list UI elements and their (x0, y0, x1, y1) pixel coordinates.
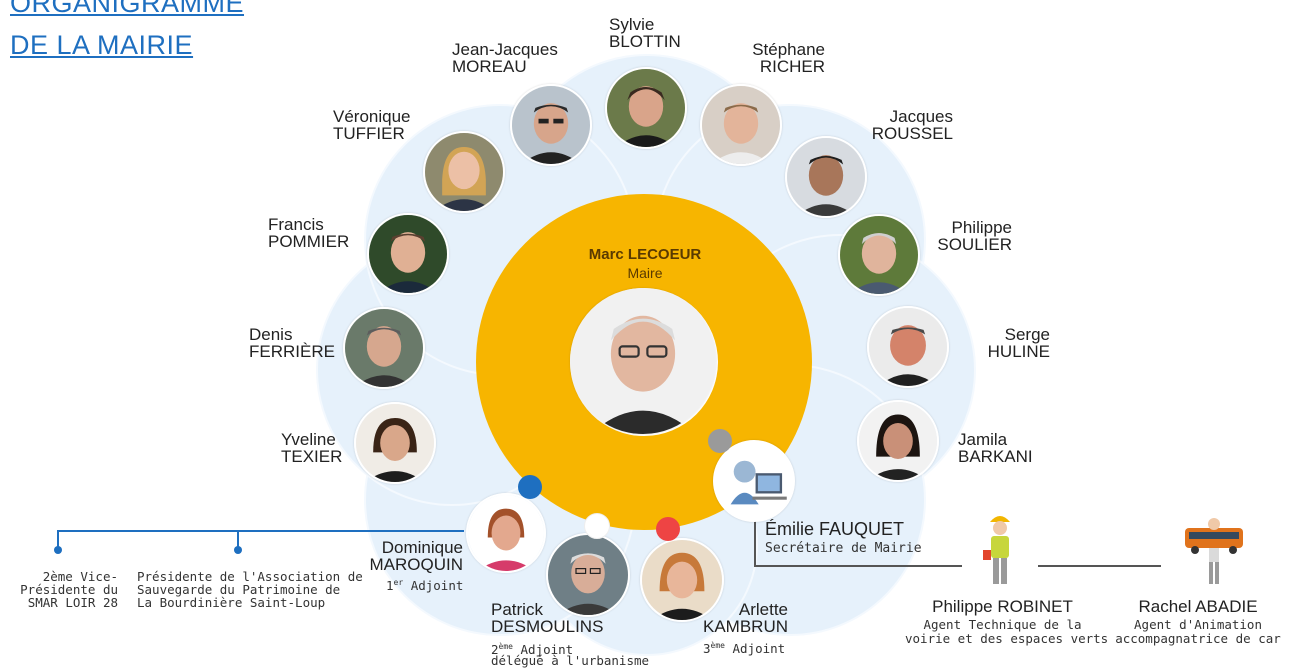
staff-connector (754, 565, 962, 567)
photo-emilie-fauquet (713, 440, 795, 522)
role-arlette-kambrun: 3ème Adjoint (703, 641, 786, 657)
mandate-connector-line (57, 530, 464, 532)
role-rachel-abadie-2: accompagnatrice de car (1115, 631, 1281, 646)
staff-connector (1038, 565, 1161, 567)
name-emilie-fauquet: Émilie FAUQUET (765, 519, 905, 539)
role-detail-patrick-desmoulins: délégué à l'urbanisme (491, 653, 650, 668)
name-philippe-robinet: Philippe ROBINET (932, 597, 1073, 616)
secretary-dot-grey (708, 429, 732, 453)
mayor-role: Maire (627, 265, 663, 281)
role-rachel-abadie-1: Agent d'Animation (1134, 617, 1262, 632)
worker-figure-icon (977, 510, 1023, 588)
photo-philippe-soulier (838, 214, 920, 296)
photo-francis-pommier (367, 213, 449, 295)
photo-dominique-maroquin (466, 493, 546, 573)
photo-arlette-kambrun (640, 538, 724, 622)
photo-denis-ferriere (343, 307, 425, 389)
role-dominique-maroquin: 1er Adjoint (386, 578, 464, 594)
adjoint-dot-white (584, 513, 610, 539)
bus-driver-figure-icon (1183, 514, 1245, 586)
mayor-name: Marc LECOEUR (588, 246, 702, 263)
role-emilie-fauquet: Secrétaire de Mairie (765, 541, 922, 556)
photo-jean-jacques-moreau (510, 84, 592, 166)
photo-stephane-richer (700, 84, 782, 166)
photo-patrick-desmoulins (546, 533, 630, 617)
mandate-dot (234, 546, 242, 554)
role-patrick-desmoulins: 2ème Adjoint (491, 642, 574, 658)
mandate-connector-tick (237, 530, 239, 548)
mayor-photo (570, 288, 716, 434)
adjoint-dot-blue (518, 475, 542, 499)
photo-sylvie-blottin (605, 67, 687, 149)
photo-serge-huline (867, 306, 949, 388)
page-title-line1: ORGANIGRAMME (10, 0, 245, 18)
photo-yveline-texier (354, 402, 436, 484)
name-rachel-abadie: Rachel ABADIE (1138, 597, 1258, 616)
photo-jamila-barkani (857, 400, 939, 482)
adjoint-dot-red (656, 517, 680, 541)
role-philippe-robinet-2: voirie et des espaces verts (905, 631, 1109, 646)
role-philippe-robinet-1: Agent Technique de la (923, 617, 1082, 632)
mandate-connector-tick (57, 530, 59, 548)
page-title-line2: DE LA MAIRIE (10, 30, 194, 60)
mandate-dot (54, 546, 62, 554)
photo-veronique-tuffier (423, 131, 505, 213)
photo-jacques-roussel (785, 136, 867, 218)
staff-connector (754, 505, 756, 567)
